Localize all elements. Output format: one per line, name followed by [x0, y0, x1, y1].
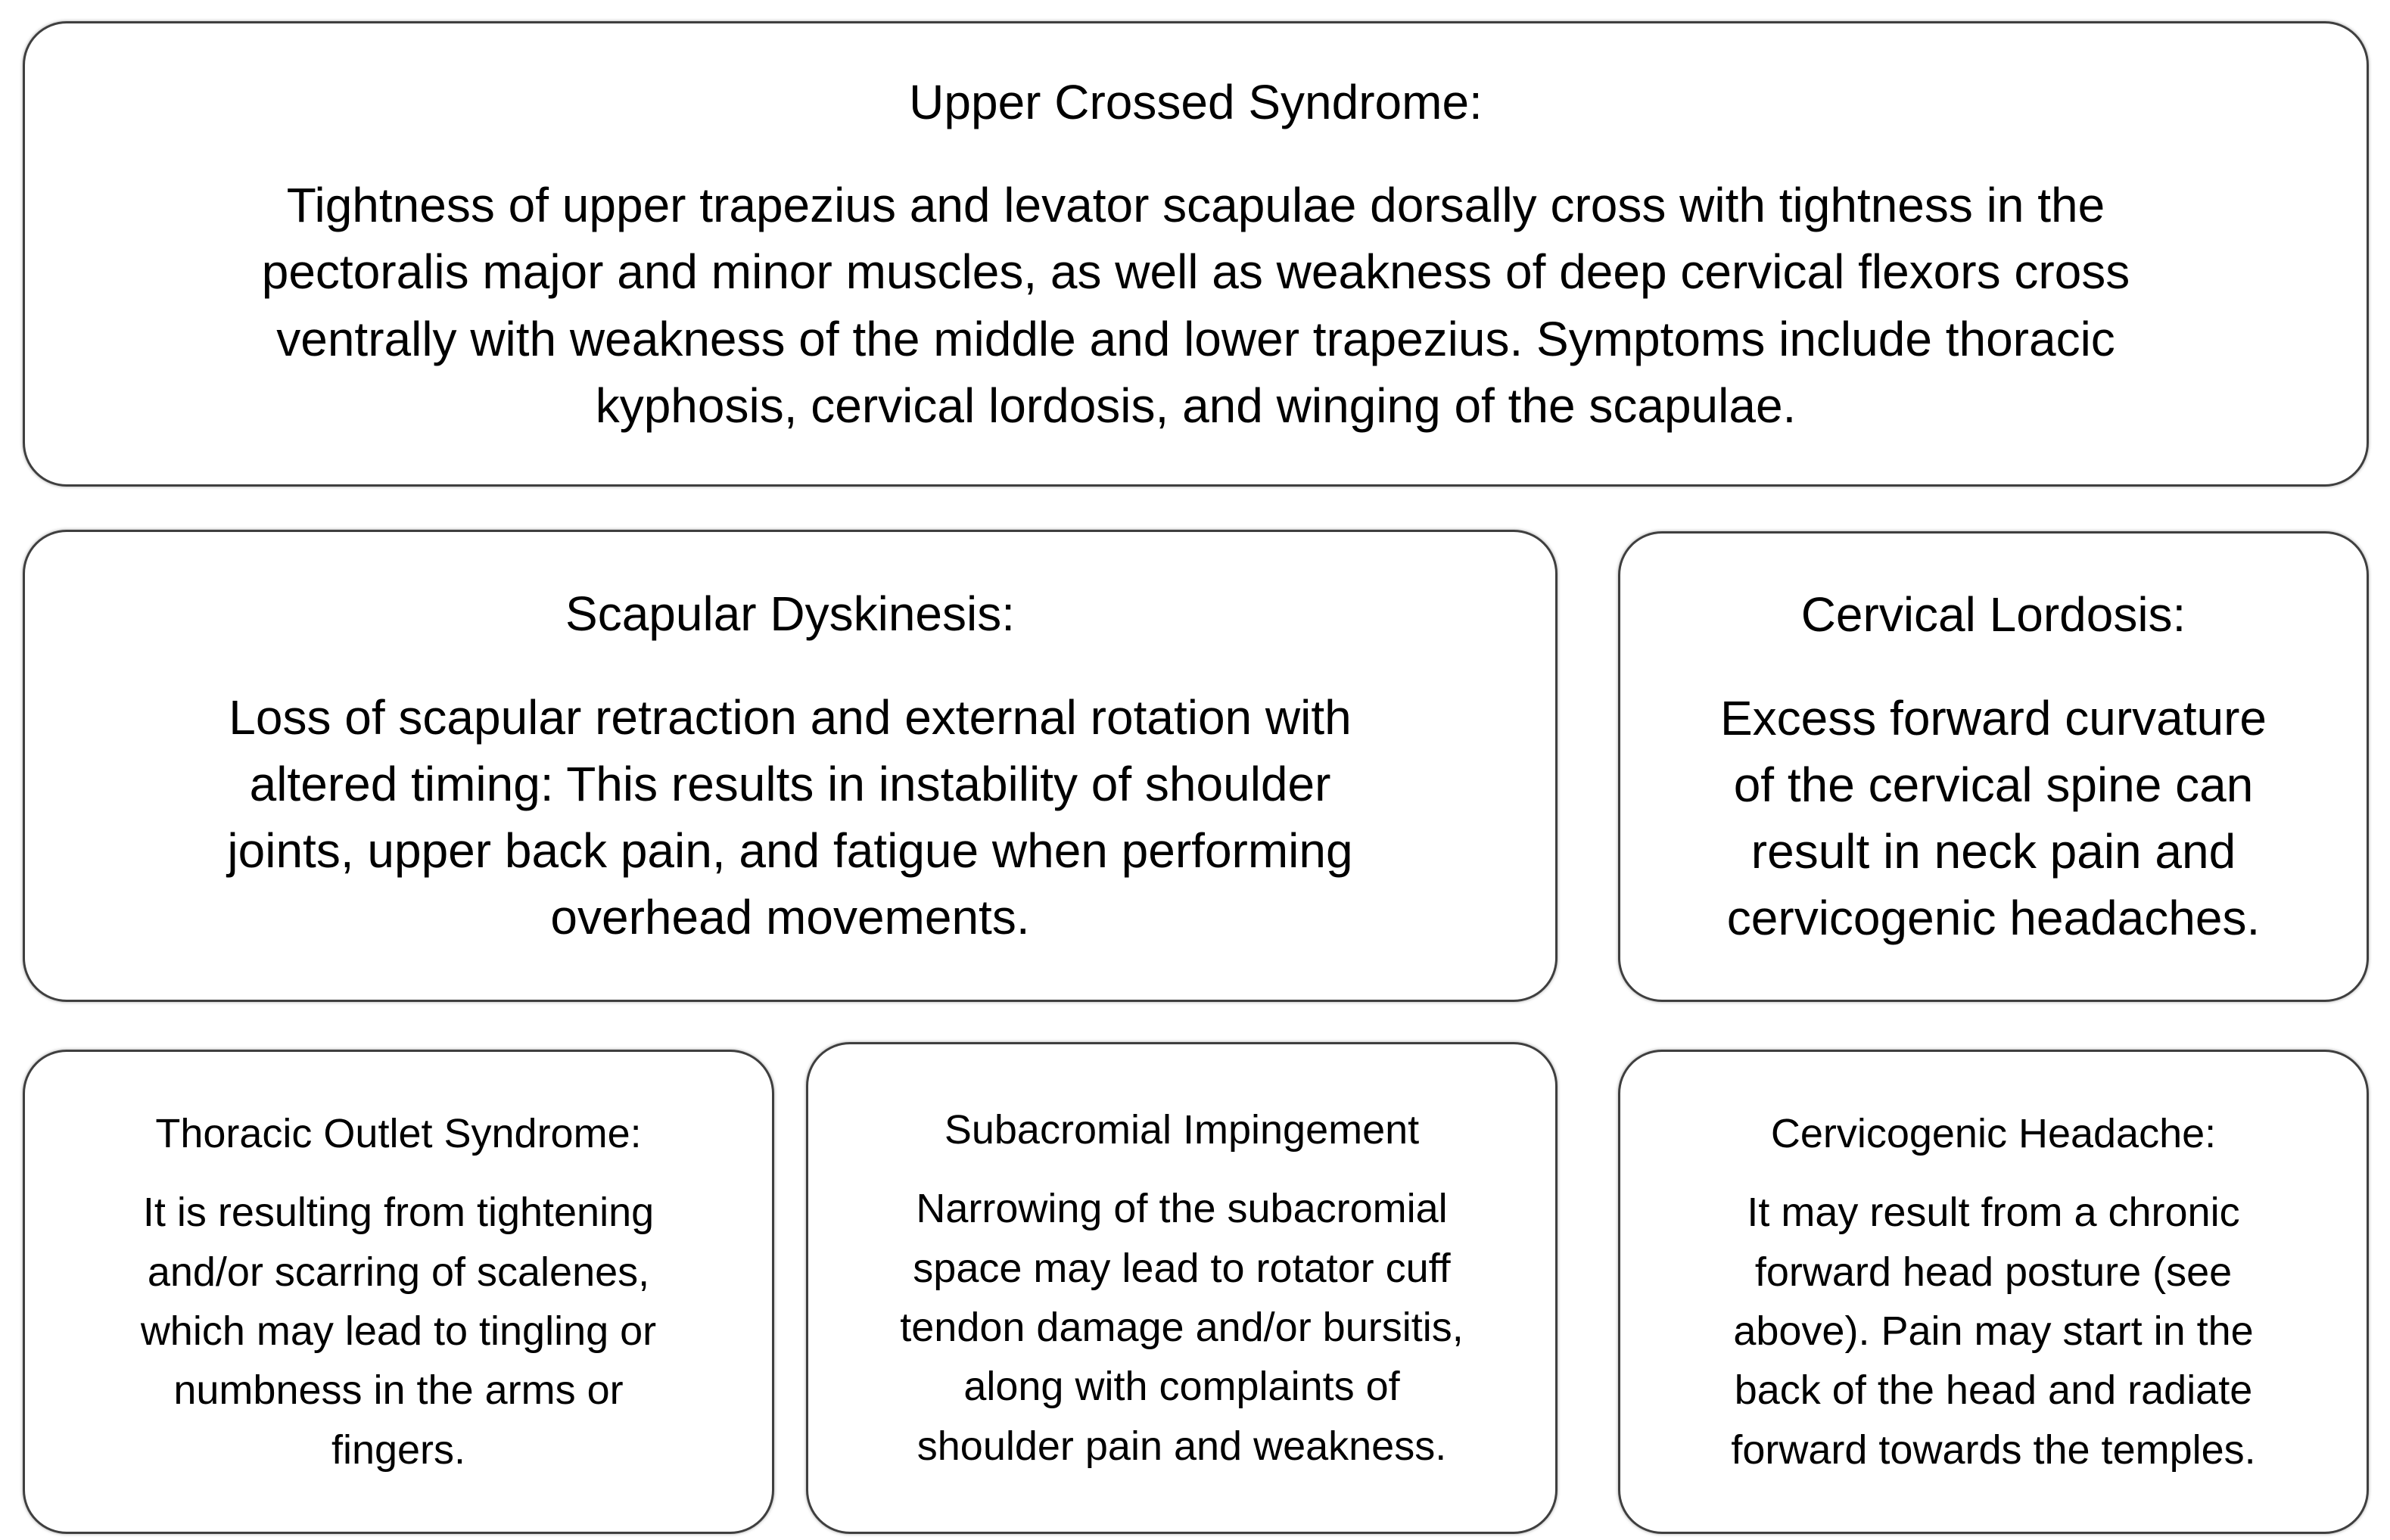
- body-line: fingers.: [331, 1426, 466, 1473]
- body-line: Narrowing of the subacromial: [916, 1186, 1448, 1232]
- body-line: of the cervical spine can: [1733, 757, 2254, 812]
- box-cervical-lordosis: Cervical Lordosis: Excess forward curvat…: [1618, 531, 2369, 1002]
- body-line: Loss of scapular retraction and external…: [229, 689, 1352, 745]
- box-body-subacromial-impingement: Narrowing of the subacromial space may l…: [900, 1179, 1463, 1475]
- box-title-upper-crossed-syndrome: Upper Crossed Syndrome:: [909, 74, 1483, 129]
- body-line: numbness in the arms or: [173, 1367, 624, 1414]
- box-body-thoracic-outlet-syndrome: It is resulting from tightening and/or s…: [141, 1183, 656, 1479]
- body-line: overhead movements.: [550, 890, 1030, 945]
- body-line: along with complaints of: [963, 1364, 1400, 1410]
- body-line: altered timing: This results in instabil…: [249, 756, 1331, 811]
- body-line: shoulder pain and weakness.: [916, 1423, 1447, 1469]
- body-line: and/or scarring of scalenes,: [147, 1249, 650, 1295]
- body-line: forward towards the temples.: [1731, 1426, 2256, 1473]
- box-upper-crossed-syndrome: Upper Crossed Syndrome: Tightness of upp…: [23, 21, 2369, 487]
- box-body-cervicogenic-headache: It may result from a chronic forward hea…: [1731, 1183, 2255, 1479]
- body-line: which may lead to tingling or: [140, 1308, 657, 1354]
- box-subacromial-impingement: Subacromial Impingement Narrowing of the…: [806, 1042, 1558, 1534]
- body-line: pectoralis major and minor muscles, as w…: [261, 244, 2130, 300]
- box-thoracic-outlet-syndrome: Thoracic Outlet Syndrome: It is resultin…: [23, 1050, 774, 1534]
- box-title-thoracic-outlet-syndrome: Thoracic Outlet Syndrome:: [155, 1111, 642, 1157]
- body-line: back of the head and radiate: [1734, 1367, 2253, 1414]
- box-body-upper-crossed-syndrome: Tightness of upper trapezius and levator…: [262, 172, 2130, 439]
- body-line: forward head posture (see: [1754, 1249, 2233, 1295]
- body-line: cervicogenic headaches.: [1726, 891, 2261, 946]
- body-line: ventrally with weakness of the middle an…: [276, 311, 2115, 366]
- box-cervicogenic-headache: Cervicogenic Headache: It may result fro…: [1618, 1050, 2369, 1534]
- body-line: above). Pain may start in the: [1733, 1308, 2254, 1354]
- box-body-scapular-dyskinesis: Loss of scapular retraction and external…: [227, 684, 1352, 951]
- body-line: Tightness of upper trapezius and levator…: [286, 178, 2105, 233]
- box-title-cervicogenic-headache: Cervicogenic Headache:: [1770, 1111, 2217, 1157]
- body-line: tendon damage and/or bursitis,: [900, 1305, 1464, 1350]
- body-line: Excess forward curvature: [1719, 690, 2267, 745]
- box-title-scapular-dyskinesis: Scapular Dyskinesis:: [565, 586, 1015, 642]
- body-line: joints, upper back pain, and fatigue whe…: [227, 823, 1353, 879]
- body-line: result in neck pain and: [1750, 824, 2236, 879]
- body-line: It is resulting from tightening: [142, 1190, 655, 1236]
- body-line: It may result from a chronic: [1747, 1190, 2240, 1236]
- box-title-subacromial-impingement: Subacromial Impingement: [944, 1107, 1420, 1153]
- body-line: kyphosis, cervical lordosis, and winging…: [595, 378, 1797, 433]
- body-line: space may lead to rotator cuff: [913, 1245, 1451, 1291]
- box-title-cervical-lordosis: Cervical Lordosis:: [1800, 587, 2186, 642]
- box-body-cervical-lordosis: Excess forward curvature of the cervical…: [1720, 685, 2267, 952]
- box-scapular-dyskinesis: Scapular Dyskinesis: Loss of scapular re…: [23, 530, 1558, 1002]
